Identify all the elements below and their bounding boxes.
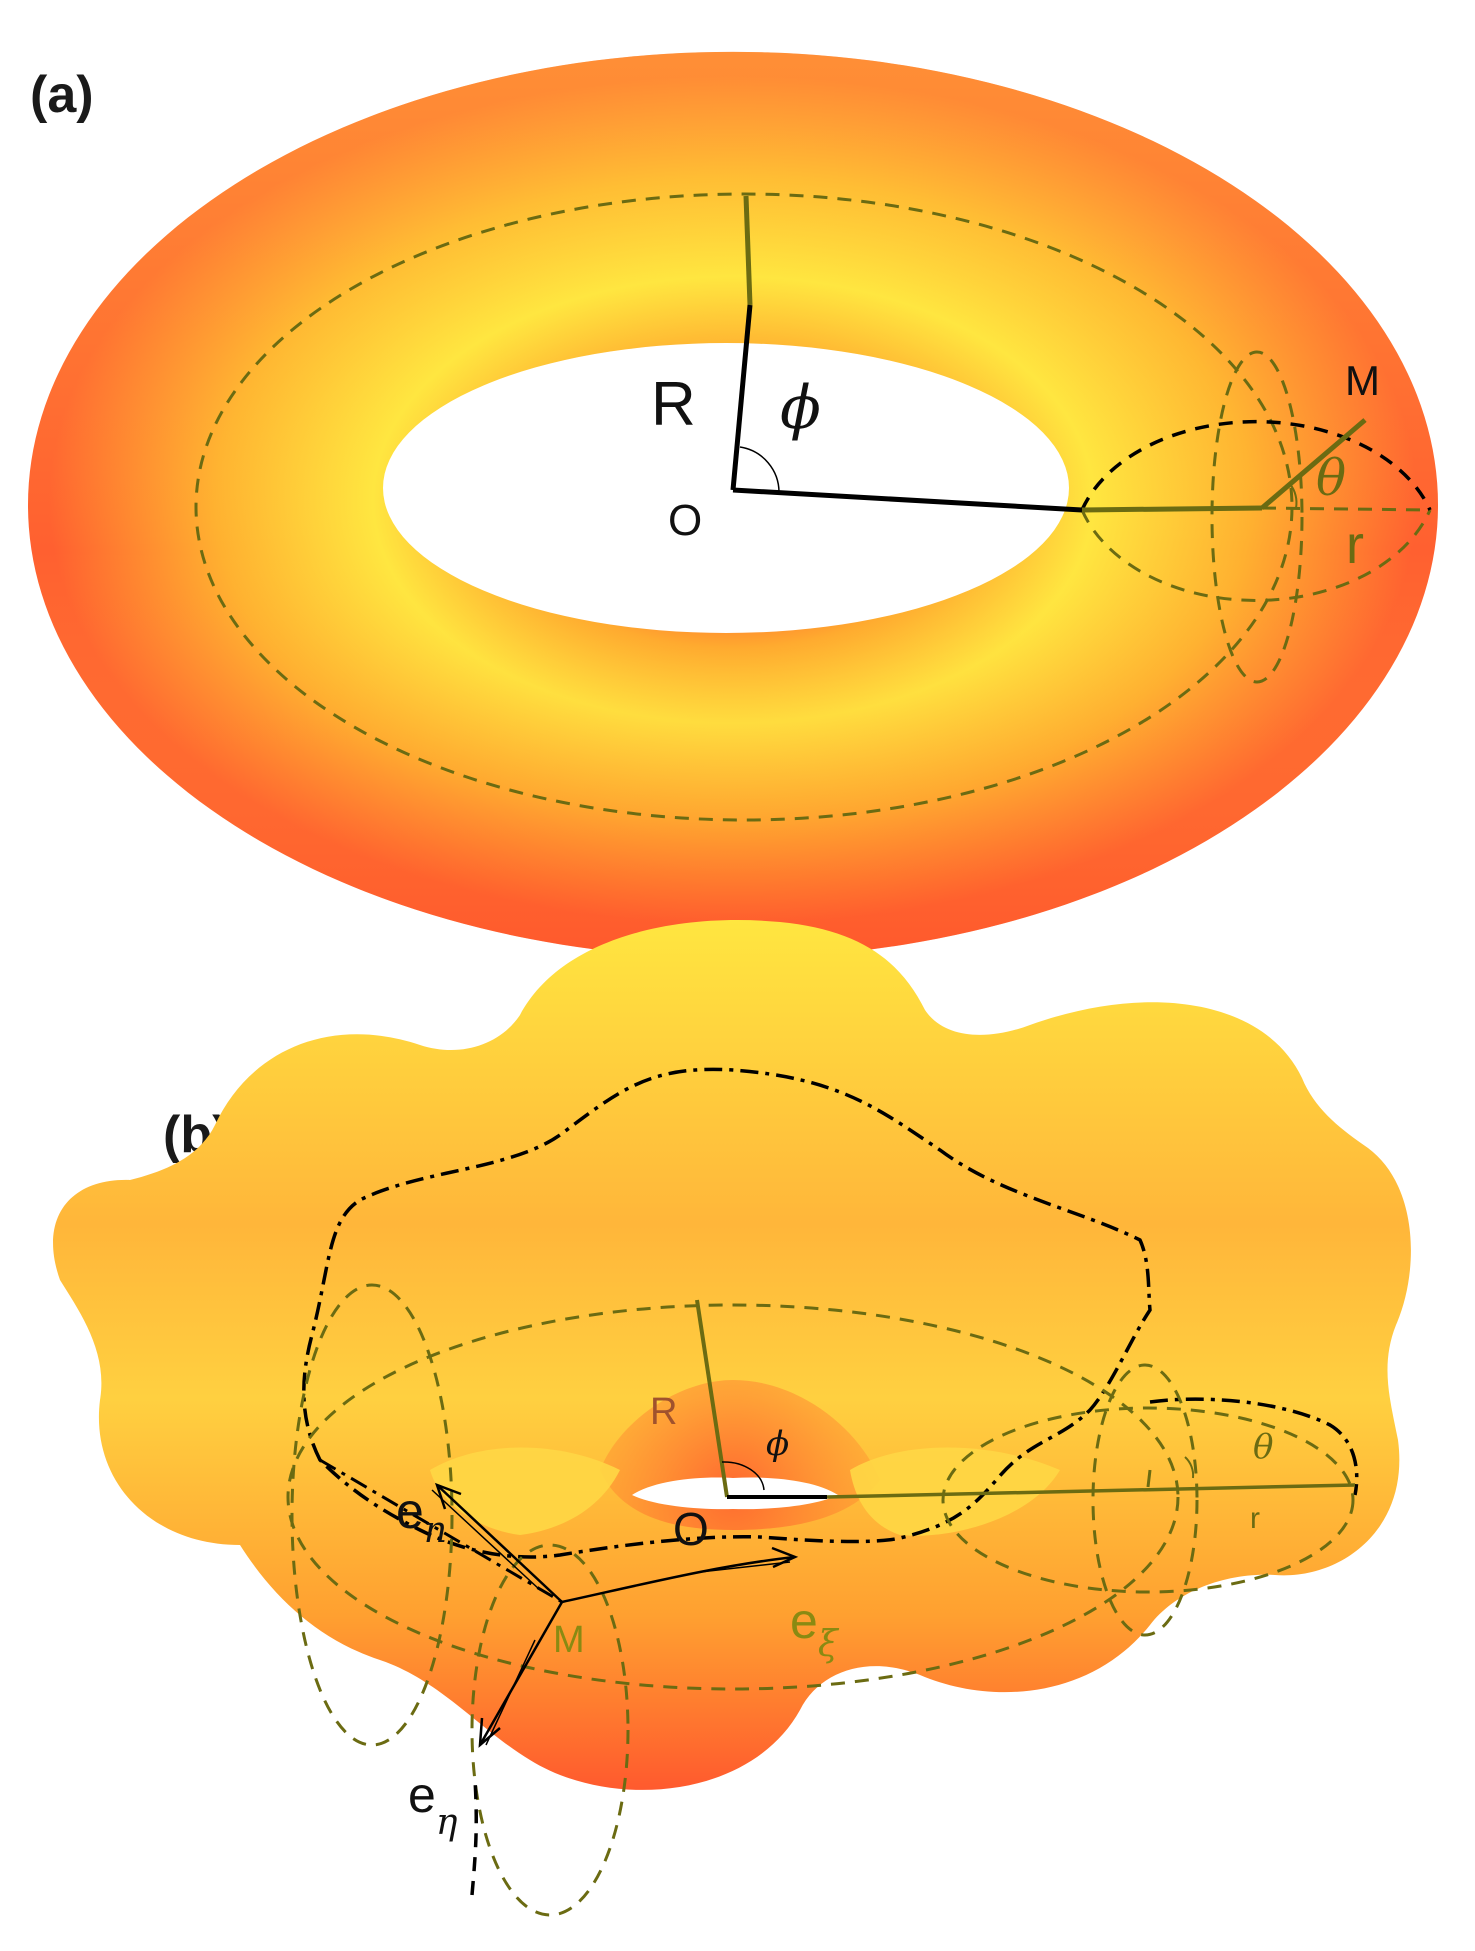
label-R-b: R bbox=[650, 1391, 677, 1433]
cross-section-front-b bbox=[470, 1543, 630, 1917]
panel-a-label: (a) bbox=[30, 66, 94, 124]
e-n-vector-double-b bbox=[431, 1489, 541, 1591]
label-phi-b: ϕ bbox=[766, 1424, 789, 1464]
radius-R-line-b bbox=[695, 1299, 729, 1498]
cross-section-upper-a bbox=[1080, 419, 1432, 511]
dash-dot-upper-cross-b bbox=[1149, 1397, 1359, 1496]
label-theta-a: θ bbox=[1316, 449, 1346, 507]
cross-section-right-b bbox=[941, 1406, 1355, 1594]
e-eta-vector-double-b bbox=[485, 1639, 536, 1746]
dash-dot-tail-b bbox=[319, 1458, 563, 1604]
theta-angle-arc-b bbox=[1184, 1456, 1195, 1479]
label-e-eta-b: eη bbox=[408, 1767, 458, 1843]
central-hole-b bbox=[632, 1477, 838, 1510]
label-e-eta-base-b: e bbox=[408, 1767, 436, 1823]
label-e-n-b: en bbox=[396, 1483, 447, 1551]
cross-section-left-b bbox=[290, 1283, 454, 1747]
label-M-b: M bbox=[553, 1619, 585, 1661]
e-n-arrowhead-b bbox=[434, 1482, 462, 1510]
label-R-a: R bbox=[651, 370, 696, 439]
dash-dot-toroidal-curve-b bbox=[302, 1067, 1152, 1559]
label-e-xi-base-b: e bbox=[790, 1593, 818, 1649]
minor-radius-line-a bbox=[1260, 418, 1367, 510]
label-phi-a: ϕ bbox=[780, 373, 821, 443]
radius-phi-line-a bbox=[732, 487, 1083, 513]
label-O-b: O bbox=[673, 1503, 709, 1555]
label-theta-b: θ bbox=[1253, 1427, 1273, 1467]
label-e-eta-sub-b: η bbox=[436, 1802, 458, 1843]
label-e-n-base-b: e bbox=[396, 1483, 424, 1539]
inner-lobe-left-b bbox=[430, 1447, 620, 1535]
e-xi-vector-b bbox=[561, 1555, 796, 1604]
e-n-vector-b bbox=[436, 1484, 563, 1603]
label-e-xi-b: eξ bbox=[790, 1593, 840, 1665]
cross-section-right-vertical-b bbox=[1091, 1363, 1199, 1637]
label-r-a: r bbox=[1346, 515, 1364, 575]
label-M-a: M bbox=[1345, 357, 1380, 404]
radius-R-line-a bbox=[730, 304, 753, 491]
e-eta-arrowhead-b bbox=[478, 1717, 501, 1748]
cross-section-lower-a bbox=[1080, 509, 1432, 602]
label-O-a: O bbox=[668, 496, 702, 545]
panel-a: (a) R ϕ O M θ r bbox=[27, 51, 1438, 959]
radius-R-line-upper-a bbox=[743, 195, 753, 306]
e-xi-vector-double-b bbox=[699, 1561, 791, 1573]
phi-angle-arc-a bbox=[739, 446, 780, 494]
central-circle-b bbox=[286, 1303, 1180, 1691]
cross-section-vertical-a bbox=[1210, 350, 1304, 684]
major-axis-extension-b bbox=[826, 1483, 1356, 1499]
major-axis-extension-a bbox=[1081, 505, 1263, 513]
black-dashed-segment-b bbox=[470, 1779, 478, 1896]
panel-b: (b) R ϕ O θ r M bbox=[53, 920, 1411, 1917]
torus-a-shading bbox=[27, 51, 1438, 959]
label-e-n-sub-b: n bbox=[424, 1510, 447, 1551]
minor-radius-line-b bbox=[1146, 1469, 1152, 1488]
phi-angle-arc-b bbox=[721, 1461, 765, 1491]
theta-angle-arc-a bbox=[1289, 483, 1298, 509]
label-r-b: r bbox=[1250, 1502, 1260, 1535]
e-eta-vector-b bbox=[478, 1601, 564, 1746]
label-e-xi-sub-b: ξ bbox=[818, 1624, 840, 1665]
horizontal-dashed-a bbox=[1261, 506, 1431, 512]
wavy-torus-body-b bbox=[53, 920, 1411, 1790]
